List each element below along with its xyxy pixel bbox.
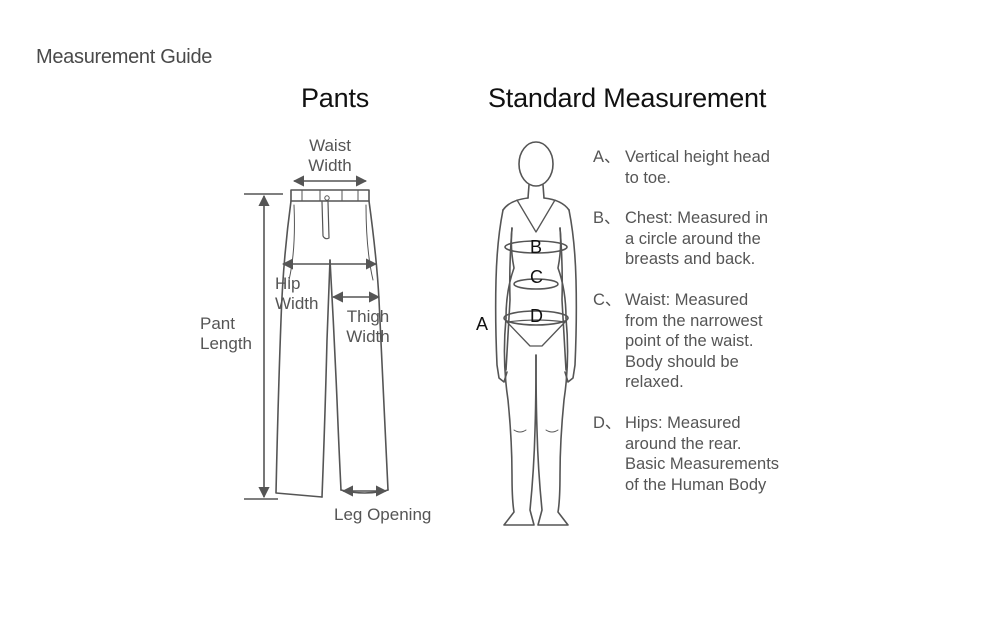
leg-opening-label: Leg Opening [334,505,432,524]
note-d: D、 Hips: Measured around the rear. Basic… [593,414,780,494]
body-figure [494,141,578,526]
note-b: B、 Chest: Measured in a circle around th… [593,209,769,268]
pants-title: Pants [301,83,370,113]
pant-length-label: Pant Length [200,314,252,353]
note-a: A、 Vertical height head to toe. [593,148,770,187]
letter-c: C [530,267,543,287]
letter-d: D [530,306,543,326]
hip-width-label: Hip Width [275,274,319,313]
note-c: C、 Waist: Measured from the narrowest po… [593,291,763,391]
letter-b: B [530,237,543,257]
letter-a: A [476,314,489,334]
body-measure-rings [503,240,569,326]
page-heading: Measurement Guide [36,46,213,68]
waist-width-label: Waist Width [308,136,352,175]
pants-illustration [275,189,389,498]
thigh-width-label: Thigh Width [346,307,390,346]
pants-measure-lines [244,175,388,500]
standard-measurement-title: Standard Measurement [488,83,767,113]
